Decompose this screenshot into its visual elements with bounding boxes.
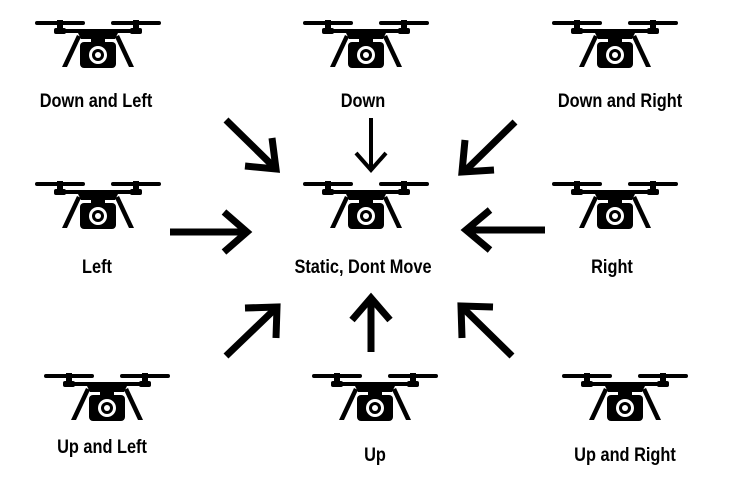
label-down-and-right: Down and Right (557, 91, 683, 112)
label-up: Up (364, 445, 386, 466)
drone-icon (42, 370, 172, 428)
label-static-dont-move: Static, Dont Move (294, 257, 432, 278)
drone-icon (33, 178, 163, 236)
arrow-icon (223, 117, 281, 173)
drone-icon (33, 17, 163, 75)
drone-icon (550, 17, 680, 75)
arrow-icon (458, 119, 518, 176)
arrow-icon (223, 303, 281, 359)
drone-icon (310, 370, 440, 428)
arrow-icon (170, 209, 253, 255)
label-up-and-left: Up and Left (57, 437, 147, 458)
drone-icon (560, 370, 690, 428)
drone-icon (550, 178, 680, 236)
arrow-icon (460, 207, 545, 253)
drone-icon (301, 17, 431, 75)
label-down: Down (340, 91, 386, 112)
arrow-icon (349, 292, 393, 352)
arrow-icon (354, 118, 388, 174)
arrow-icon (457, 302, 515, 359)
label-up-and-right: Up and Right (574, 445, 676, 466)
label-left: Left (82, 257, 112, 278)
label-down-and-left: Down and Left (39, 91, 153, 112)
label-right: Right (591, 257, 633, 278)
drone-icon (301, 178, 431, 236)
